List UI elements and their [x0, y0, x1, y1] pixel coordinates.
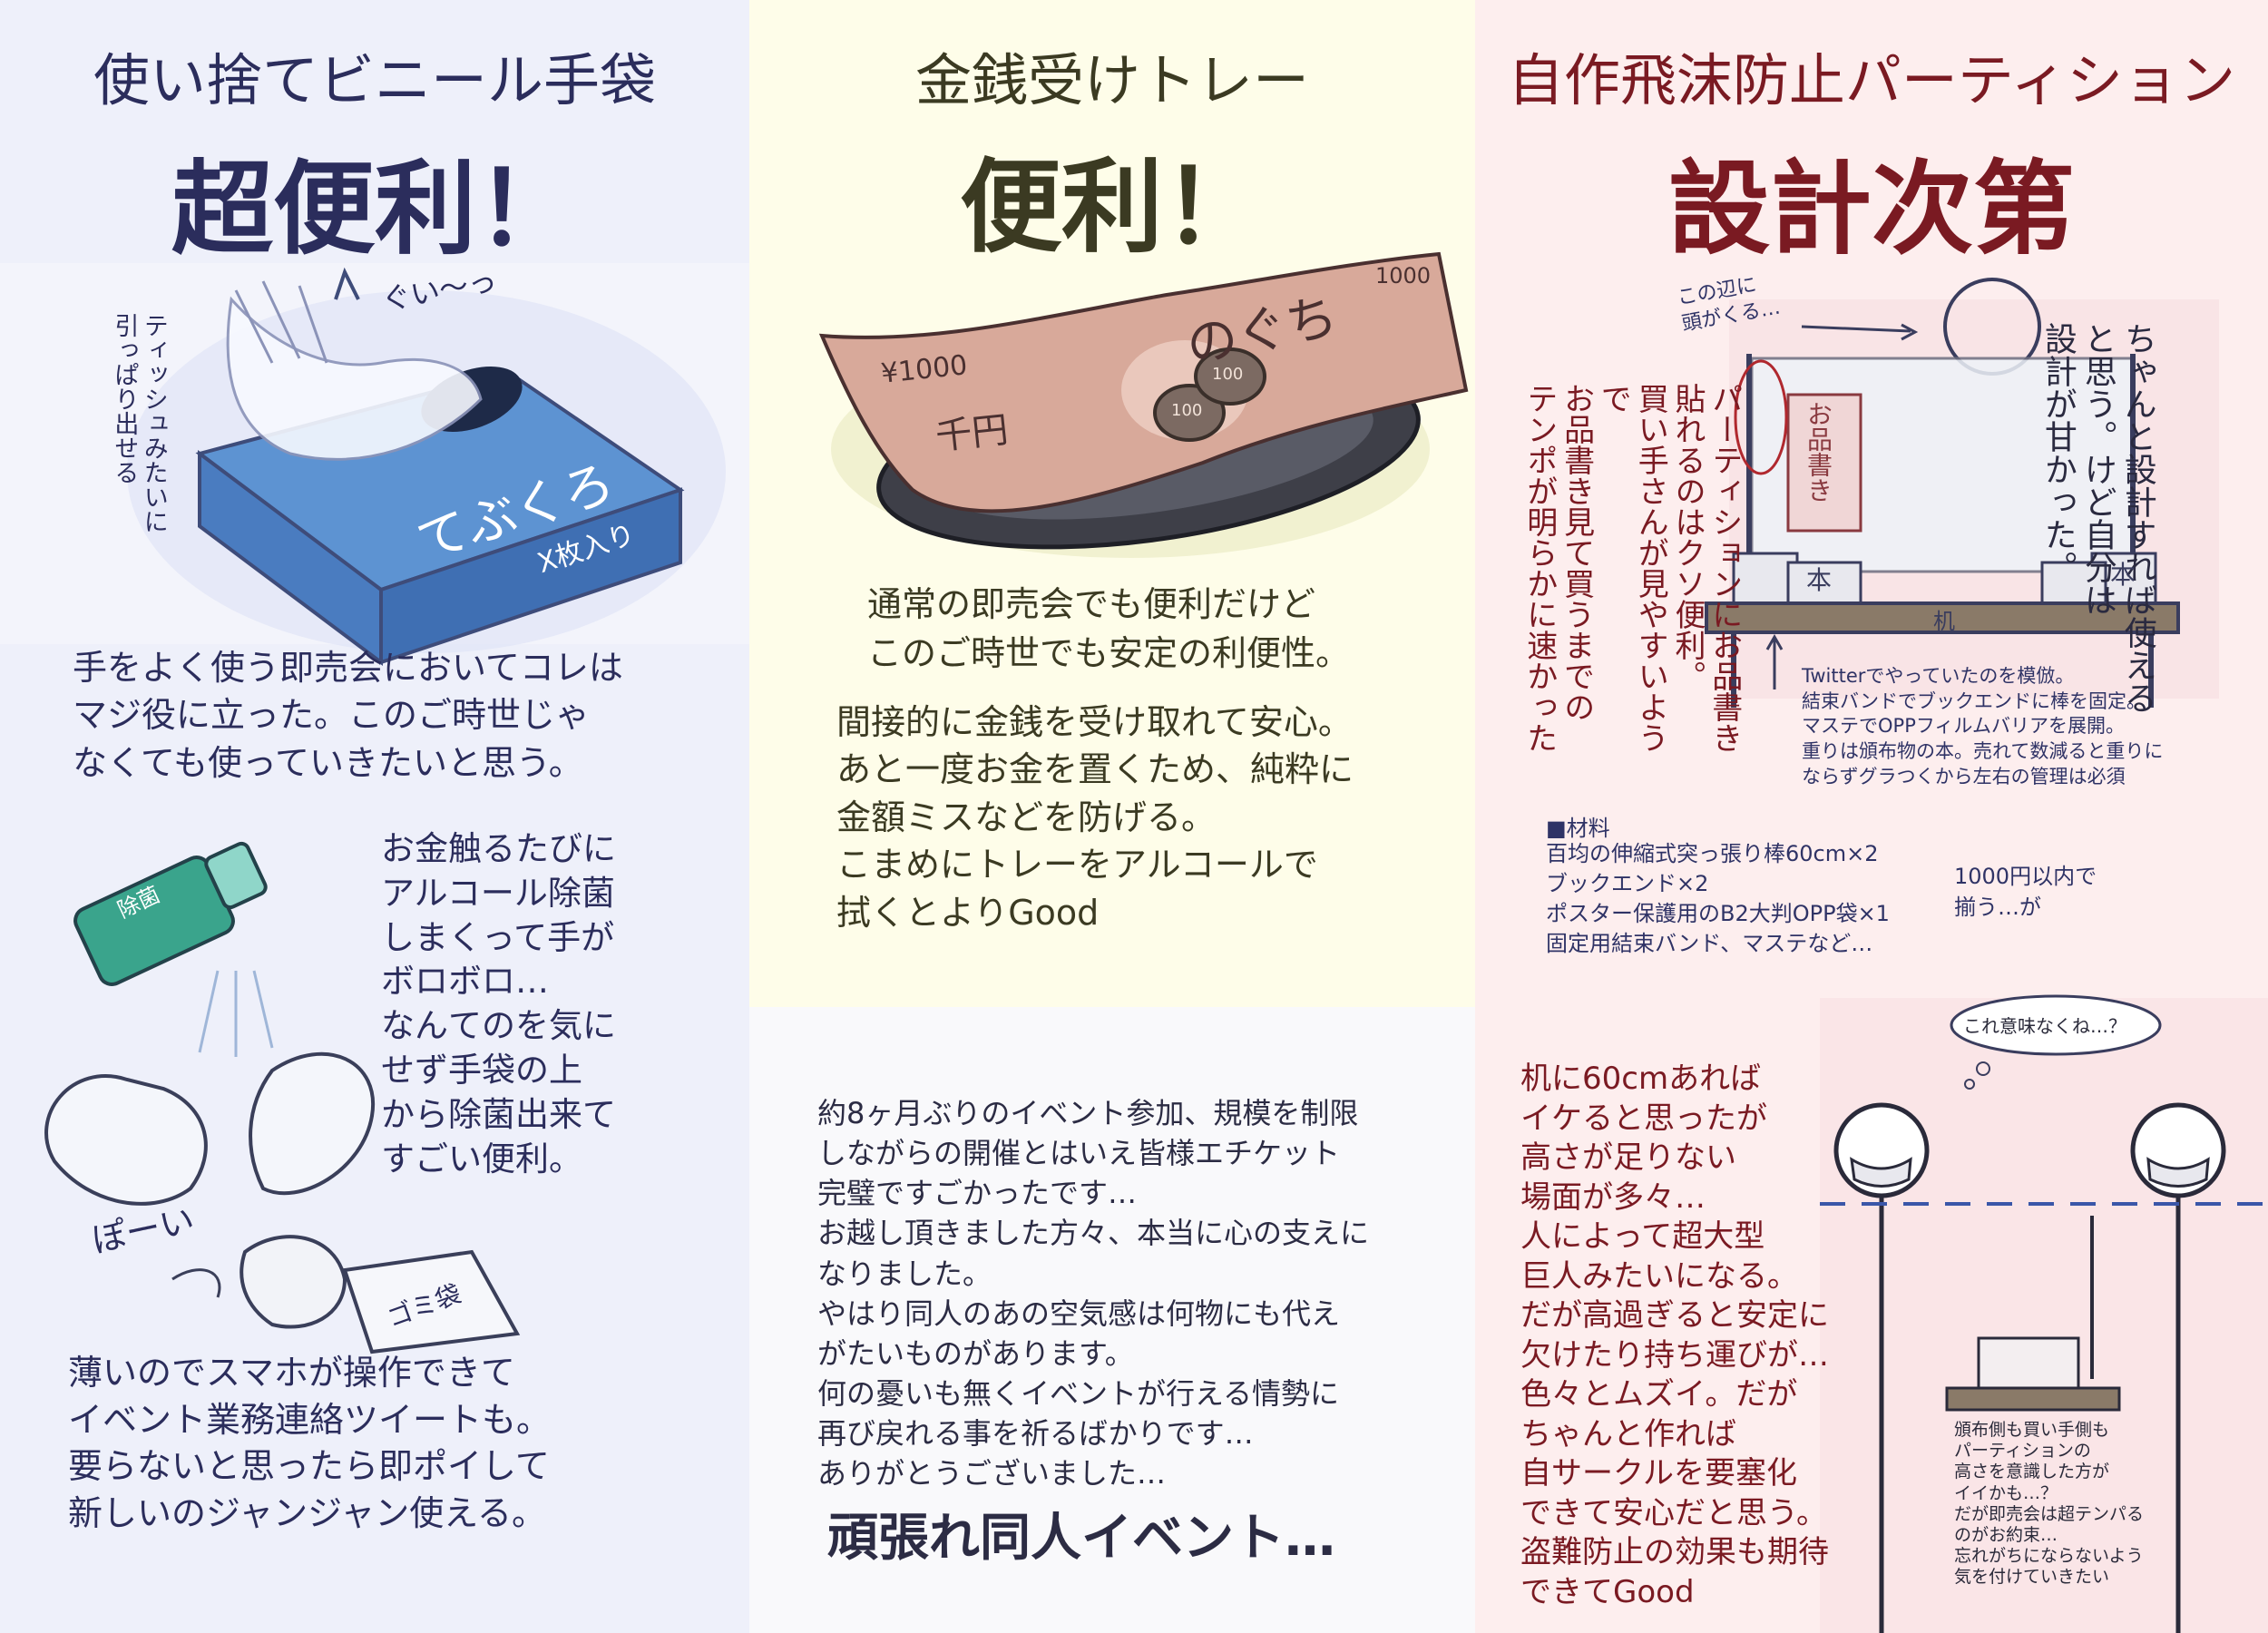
tray-title: 金銭受けトレー: [914, 47, 1309, 113]
desk-label: 机: [1933, 609, 1955, 634]
glove-box-illustration: [0, 263, 749, 666]
partition-verdict: 設計次第: [1668, 151, 2075, 269]
closing-line: 頑張れ同人イベント…: [827, 1509, 1335, 1568]
partition-note-right: ちゃんと設計すれば使える と思う。けど自分は 設計が甘かった。: [2038, 322, 2156, 714]
book-label-1: 本: [1806, 565, 1833, 595]
tray-text-1: 通常の即売会でも便利だけど このご時世でも安定の利便性。: [867, 584, 1351, 673]
column-tray: 金銭受けトレー 便利！ ¥1000 1000 のぐち 千円 100 100 通常…: [749, 0, 1475, 1633]
gloves-text-3: 薄いのでスマホが操作できて イベント業務連絡ツイートも。 要らないと思ったら即ポ…: [68, 1353, 552, 1534]
coin-2: 100: [1212, 365, 1244, 384]
afterword-text: 約8ヶ月ぶりのイベント参加、規模を制限 しながらの開催とはいえ皆様エチケット 完…: [817, 1096, 1370, 1491]
sanitizer-hands-illustration: [44, 841, 376, 1206]
money-tray-illustration: [818, 251, 1469, 558]
materials-header: ■材料: [1546, 816, 1610, 841]
thought-bubble-text: これ意味なくね…？: [1963, 1015, 2126, 1037]
partition-illustration: [1705, 278, 2219, 708]
construction-desc: Twitterでやっていたのを模倣。 結束バンドでブックエンドに棒を固定。 マス…: [1802, 665, 2164, 787]
bill-corner: 1000: [1375, 263, 1432, 288]
materials-list: 百均の伸縮式突っ張り棒60cm×2 ブックエンド×2 ポスター保護用のB2大判O…: [1546, 841, 1890, 957]
gloves-text-1: 手をよく使う即売会においてコレは マジ役に立った。このご時世じゃ なくても使って…: [73, 648, 623, 783]
bill-stamp: 千円: [934, 408, 1011, 459]
toss-glove-illustration: [171, 1235, 521, 1354]
menu-sheet-label: お品書き: [1804, 401, 1833, 503]
book-label-2: 本: [2110, 560, 2136, 590]
partition-title: 自作飛沫防止パーティション: [1507, 47, 2236, 113]
tray-text-2: 間接的に金銭を受け取れて安心。 あと一度お金を置くため、純粋に 金額ミスなどを防…: [836, 702, 1354, 933]
tray-verdict: 便利！: [960, 149, 1265, 267]
partition-text-4: 机に60cmあれば イケると思ったが 高さが足りない 場面が多々… 人によって超…: [1520, 1061, 1829, 1610]
tissue-note: ティッシュみたいに 引っぱり出せる: [110, 313, 168, 533]
partition-note-left: パーティションにお品書き 貼れるのはクソ便利。 買い手さんが見やすいようで お品…: [1520, 383, 1743, 753]
column-gloves: 使い捨てビニール手袋 超便利！ ティッシュみたいに 引っぱり出せる ぐい〜っ て…: [0, 0, 749, 1633]
price-note: 1000円以内で 揃う…が: [1954, 864, 2097, 920]
afterword-panel: [749, 1007, 1475, 1633]
gloves-verdict: 超便利！: [171, 151, 578, 269]
gloves-text-2: お金触るたびに アルコール除菌 しまくって手が ボロボロ… なんてのを気に せず…: [381, 829, 616, 1178]
coin-1: 100: [1171, 401, 1203, 420]
small-note: 頒布側も買い手側も パーティションの 高さを意識した方が イイかも…？ だが即売…: [1954, 1420, 2145, 1588]
people-partition-illustration: [1820, 994, 2268, 1633]
column-partition: 自作飛沫防止パーティション 設計次第 この辺に 頭がくる… ちゃんと設計すれば使…: [1475, 0, 2268, 1633]
gloves-title: 使い捨てビニール手袋: [93, 47, 656, 113]
